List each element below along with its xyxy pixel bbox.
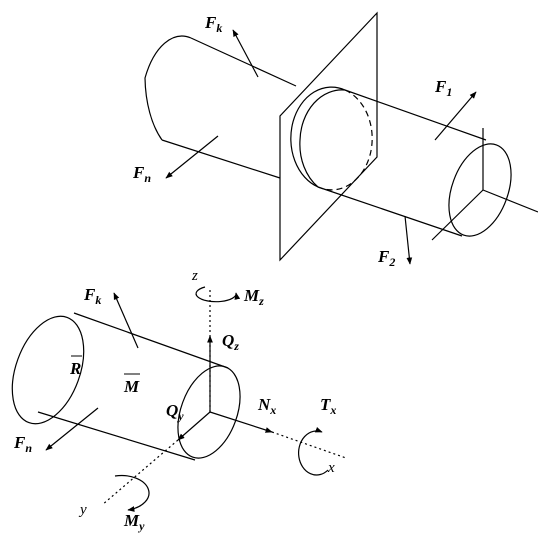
section-ellipse-front xyxy=(290,86,346,188)
right-axis-y xyxy=(431,189,484,241)
label-Fn-top: Fn xyxy=(132,163,151,185)
top-left-cylinder-end xyxy=(144,35,192,141)
label-axis-y: y xyxy=(78,502,87,518)
label-F2: F2 xyxy=(377,247,395,269)
axis-x-line xyxy=(271,431,347,459)
moment-arc-Mz xyxy=(195,286,241,303)
label-M: M xyxy=(123,377,140,396)
label-Nx: Nx xyxy=(257,395,276,417)
axis-Nx-arrow xyxy=(209,411,273,433)
moment-arc-Tx xyxy=(297,426,329,476)
moment-arc-My xyxy=(114,474,150,512)
label-My: My xyxy=(123,511,145,533)
label-Fk-bottom: Fk xyxy=(83,285,101,307)
bottom-figure xyxy=(11,286,347,512)
right-cylinder-bottom-edge xyxy=(317,186,463,237)
force-arrow-Fn-top xyxy=(165,135,219,179)
section-ellipse-back xyxy=(317,89,373,191)
bottom-section-ellipse xyxy=(177,365,241,459)
right-axis-x xyxy=(482,189,538,213)
section-ellipse-left xyxy=(299,89,346,188)
label-axis-z: z xyxy=(191,268,198,284)
force-arrow-F1 xyxy=(434,91,477,141)
label-axis-x: x xyxy=(327,460,335,476)
top-left-cylinder-top-edge xyxy=(190,37,297,87)
top-figure xyxy=(144,11,538,265)
top-left-cylinder-bottom-edge xyxy=(161,139,281,179)
bottom-left-cylinder-end xyxy=(11,315,85,425)
label-Qz: Qz xyxy=(222,331,239,353)
label-R: R xyxy=(69,359,81,378)
axis-y-line xyxy=(101,439,179,506)
force-arrow-Fn-bottom xyxy=(45,407,99,451)
label-Fn-bottom: Fn xyxy=(13,433,32,455)
bottom-cylinder-bottom-edge xyxy=(37,411,196,461)
bottom-cylinder-top-edge xyxy=(73,312,229,369)
force-arrow-F2 xyxy=(404,215,413,265)
cutting-plane xyxy=(279,11,378,262)
label-Qy: Qy xyxy=(166,401,184,423)
right-cylinder-top-edge xyxy=(344,89,487,141)
force-arrow-Fk-top xyxy=(232,29,259,78)
label-Mz: Mz xyxy=(243,286,264,308)
force-arrow-Fk-bottom xyxy=(113,292,139,349)
label-F1: F1 xyxy=(434,77,452,99)
label-Tx: Tx xyxy=(320,395,336,417)
axis-Qy-arrow xyxy=(177,411,211,441)
right-cylinder-end xyxy=(448,143,512,237)
label-Fk-top: Fk xyxy=(204,13,222,35)
